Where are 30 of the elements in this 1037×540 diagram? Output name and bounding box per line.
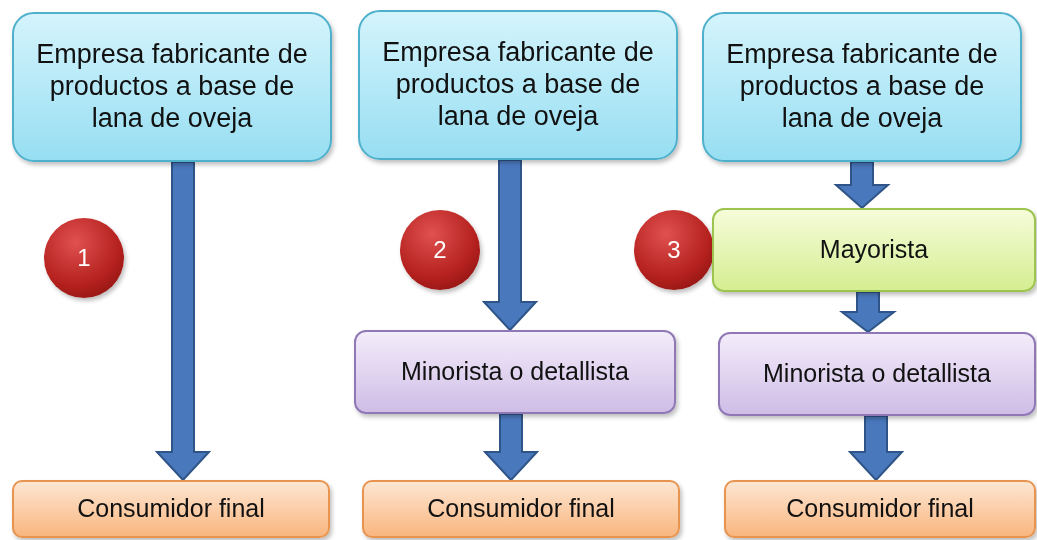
node-label: 1 (77, 243, 91, 273)
node-label: Empresa fabricante de productos a base de lana de oveja (381, 37, 655, 133)
node-label: Mayorista (819, 235, 929, 265)
block-arrow (839, 291, 897, 334)
consumer-box (12, 480, 330, 538)
retailer-box (354, 330, 676, 414)
node-label: Consumidor final (427, 494, 615, 524)
wholesaler-box (712, 208, 1036, 292)
manufacturer-box (702, 12, 1022, 162)
block-arrow (833, 161, 891, 210)
node-label: Minorista o detallista (401, 357, 629, 387)
consumer-box (724, 480, 1036, 538)
node-label: Consumidor final (77, 494, 265, 524)
node-label: 2 (433, 235, 447, 265)
block-arrow (481, 159, 539, 332)
step-number-circle (44, 218, 124, 298)
node-label: 3 (667, 235, 681, 265)
node-label: Consumidor final (786, 494, 974, 524)
block-arrow (154, 161, 212, 482)
node-label: Empresa fabricante de productos a base de lana de oveja (725, 39, 999, 135)
node-label: Minorista o detallista (763, 359, 991, 389)
retailer-box (718, 332, 1036, 416)
manufacturer-box (12, 12, 332, 162)
block-arrow (482, 413, 540, 482)
consumer-box (362, 480, 680, 538)
block-arrow (847, 415, 905, 482)
node-label: Empresa fabricante de productos a base de lana de oveja (35, 39, 309, 135)
manufacturer-box (358, 10, 678, 160)
step-number-circle (634, 210, 714, 290)
step-number-circle (400, 210, 480, 290)
